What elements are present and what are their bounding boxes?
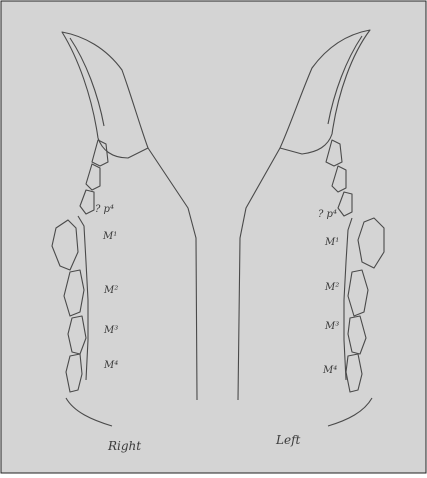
right-label-p4: ? p⁴ — [95, 205, 114, 215]
right-label-m1: M¹ — [103, 232, 117, 242]
left-label-p4: ? p⁴ — [318, 210, 337, 220]
right-label-m3: M³ — [104, 326, 118, 336]
right-label-m2: M² — [104, 286, 118, 296]
left-label-m1: M¹ — [325, 238, 339, 248]
left-label-m3: M³ — [325, 322, 339, 332]
left-jaw-caption: Left — [276, 434, 300, 446]
right-jaw-caption: Right — [108, 440, 141, 452]
right-label-m4: M⁴ — [104, 361, 118, 371]
left-label-m2: M² — [325, 283, 339, 293]
left-label-m4: M⁴ — [323, 366, 337, 376]
